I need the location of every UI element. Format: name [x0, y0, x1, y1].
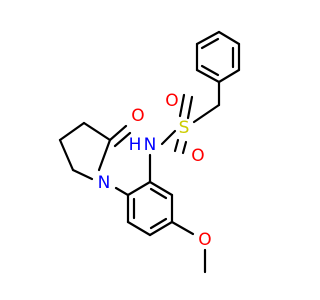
bond — [195, 68, 221, 84]
sulfonyl-sulfur-label: S — [179, 118, 190, 138]
benzene-ring-central — [126, 153, 174, 237]
bond — [149, 187, 168, 200]
bond — [178, 93, 186, 118]
pyrrolidinone-ring — [58, 121, 132, 181]
bond — [148, 220, 174, 237]
bond — [186, 95, 194, 120]
bond — [71, 168, 94, 181]
bond — [126, 180, 152, 197]
bond — [160, 129, 177, 146]
bond — [173, 138, 180, 153]
bond — [200, 64, 220, 77]
bond — [195, 30, 221, 46]
ketone-oxygen-label: O — [131, 106, 144, 126]
bond — [170, 220, 195, 236]
sulfonyl-oxygen-top-label: O — [165, 91, 178, 111]
bond — [149, 217, 168, 230]
bond — [148, 180, 174, 197]
bond — [58, 121, 86, 142]
bond — [114, 186, 130, 197]
bond — [82, 121, 112, 142]
bond — [126, 220, 152, 237]
bond — [192, 103, 221, 124]
bond — [113, 131, 132, 148]
pyrrolidinone-nitrogen-label: N — [98, 173, 111, 193]
bond — [217, 30, 241, 46]
bond — [108, 124, 128, 142]
bond — [58, 138, 75, 172]
sulfonamide-hydrogen-label: H — [129, 135, 142, 155]
chemical-structure-diagram: O N S O O N H O — [58, 30, 241, 274]
sulfonamide-nitrogen-label: N — [144, 135, 157, 155]
bond — [217, 68, 241, 84]
sulfonyl-oxygen-bottom-label: O — [191, 146, 204, 166]
bond — [200, 37, 220, 50]
bond — [181, 140, 188, 155]
bond — [97, 138, 112, 172]
phenyl-ring-top — [195, 30, 241, 84]
methoxy-oxygen-label: O — [198, 230, 211, 250]
